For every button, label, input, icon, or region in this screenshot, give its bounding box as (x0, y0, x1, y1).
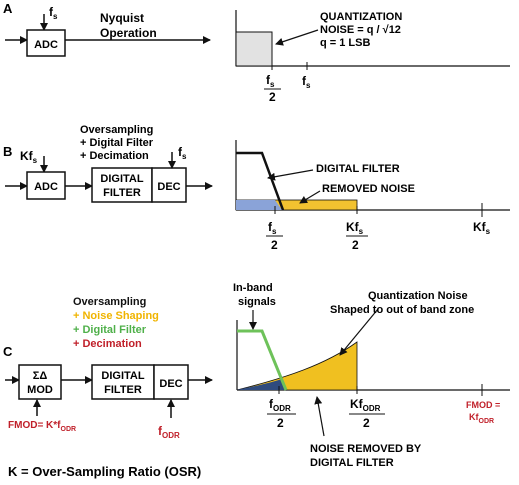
tick-b-half-num: fs (268, 220, 277, 236)
mod-label-2: MOD (27, 384, 53, 396)
quantization-noise-area (235, 31, 273, 67)
adc-a-block (26, 29, 66, 57)
fmod-label: FMOD= K*fODR (8, 420, 76, 433)
section-c: C Oversampling + Noise Shaping + Digital… (3, 282, 510, 469)
tick-a-half-den: 2 (269, 90, 276, 104)
in-band-noise-area (236, 200, 282, 210)
adc-a-fs-label: fs (49, 5, 58, 21)
tick-b-kfs-half-den: 2 (352, 238, 359, 252)
section-a-letter: A (3, 1, 13, 16)
tick-c-half-num: fODR (269, 397, 291, 413)
digital-filter-response-b (236, 151, 285, 211)
tick-a-half-num: fs (266, 73, 275, 89)
tick-b-kfs-half-num: Kfs (346, 220, 364, 236)
removed-noise-label: REMOVED NOISE (322, 183, 415, 195)
note-c-3: + Digital Filter (73, 324, 147, 336)
adc-b-block (26, 171, 66, 200)
filter-b-label-1: DIGITAL (100, 173, 143, 185)
digital-filter-pointer (267, 169, 314, 181)
tick-b-kfs-label: Kfs (473, 220, 491, 236)
quantization-pointer (275, 29, 319, 46)
tick-c-half-den: 2 (277, 416, 284, 430)
removed-noise-c-label-1: NOISE REMOVED BY (310, 443, 422, 455)
qnoise-label-2: Shaped to out of band zone (330, 304, 474, 316)
dec-c-block (153, 364, 189, 400)
shaped-noise-area (236, 341, 358, 391)
adc-b-kfs-label: Kfs (20, 149, 38, 165)
inband-label-1: In-band (233, 282, 273, 294)
dec-b-block (151, 167, 187, 203)
tick-c-khalf-num: KfODR (350, 397, 381, 413)
removed-noise-c-pointer (314, 396, 325, 437)
qnoise-label-1: Quantization Noise (368, 290, 468, 302)
adc-a-label: ADC (34, 39, 58, 51)
section-b-letter: B (3, 144, 12, 159)
note-c-2: + Noise Shaping (73, 310, 159, 322)
tick-c-khalf-den: 2 (363, 416, 370, 430)
filter-c-label-2: FILTER (104, 384, 142, 396)
section-a: A fs ADC Nyquist Operation QUANTIZATION … (3, 1, 510, 104)
dec-b-fs-label: fs (178, 145, 187, 161)
section-b: B Oversampling + Digital Filter + Decima… (3, 124, 510, 252)
quantization-label-3: q = 1 LSB (320, 37, 370, 49)
filter-c-label-1: DIGITAL (101, 370, 144, 382)
note-c-1: Oversampling (73, 296, 146, 308)
osr-definition: K = Over-Sampling Ratio (OSR) (8, 464, 201, 479)
dec-c-label: DEC (159, 378, 182, 390)
inband-label-2: signals (238, 296, 276, 308)
sigma-delta-mod-block (18, 364, 62, 400)
nyquist-label: Nyquist (100, 11, 144, 25)
removed-noise-pointer (299, 190, 321, 204)
filtered-noise-area (237, 379, 286, 390)
tick-c-fmod-label-1: FMOD = (466, 400, 500, 410)
adc-b-label: ADC (34, 181, 58, 193)
section-c-letter: C (3, 344, 13, 359)
mod-label-1: ΣΔ (33, 370, 48, 382)
digital-filter-label: DIGITAL FILTER (316, 163, 400, 175)
fodr-label: fODR (158, 424, 180, 440)
quantization-label-1: QUANTIZATION (320, 11, 402, 23)
tick-b-half-den: 2 (271, 238, 278, 252)
note-b-2: + Digital Filter (80, 137, 154, 149)
digital-filter-response-c (237, 329, 288, 391)
note-c-4: + Decimation (73, 338, 142, 350)
note-b-3: + Decimation (80, 150, 149, 162)
filter-b-label-2: FILTER (103, 187, 141, 199)
operation-label: Operation (100, 26, 157, 40)
tick-c-fmod-label-2: KfODR (469, 412, 494, 425)
note-b-1: Oversampling (80, 124, 153, 136)
removed-noise-c-label-2: DIGITAL FILTER (310, 457, 394, 469)
dec-b-label: DEC (157, 181, 180, 193)
qnoise-pointer (339, 308, 379, 356)
quantization-label-2: NOISE = q / √12 (320, 24, 401, 36)
tick-a-fs-label: fs (302, 74, 311, 90)
